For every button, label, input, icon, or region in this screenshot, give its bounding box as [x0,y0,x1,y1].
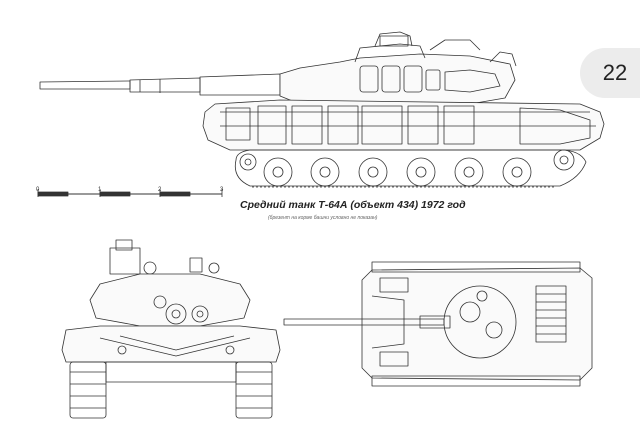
top-view [283,261,593,387]
front-view [61,239,281,419]
scale-label-1: 1 [98,187,102,193]
page-number: 22 [602,60,628,85]
scale-label-2: 2 [158,187,162,193]
side-view [39,31,605,188]
drawing-subcaption: (брезент на корме башни условно не показ… [268,215,378,221]
scale-label-3: 3 [220,187,224,193]
scale-label-0: 0 [36,187,40,193]
page-number-badge: 22 [580,48,640,98]
scale-bar [37,189,223,197]
drawing-caption: Средний танк Т-64А (объект 434) 1972 год [240,199,466,211]
